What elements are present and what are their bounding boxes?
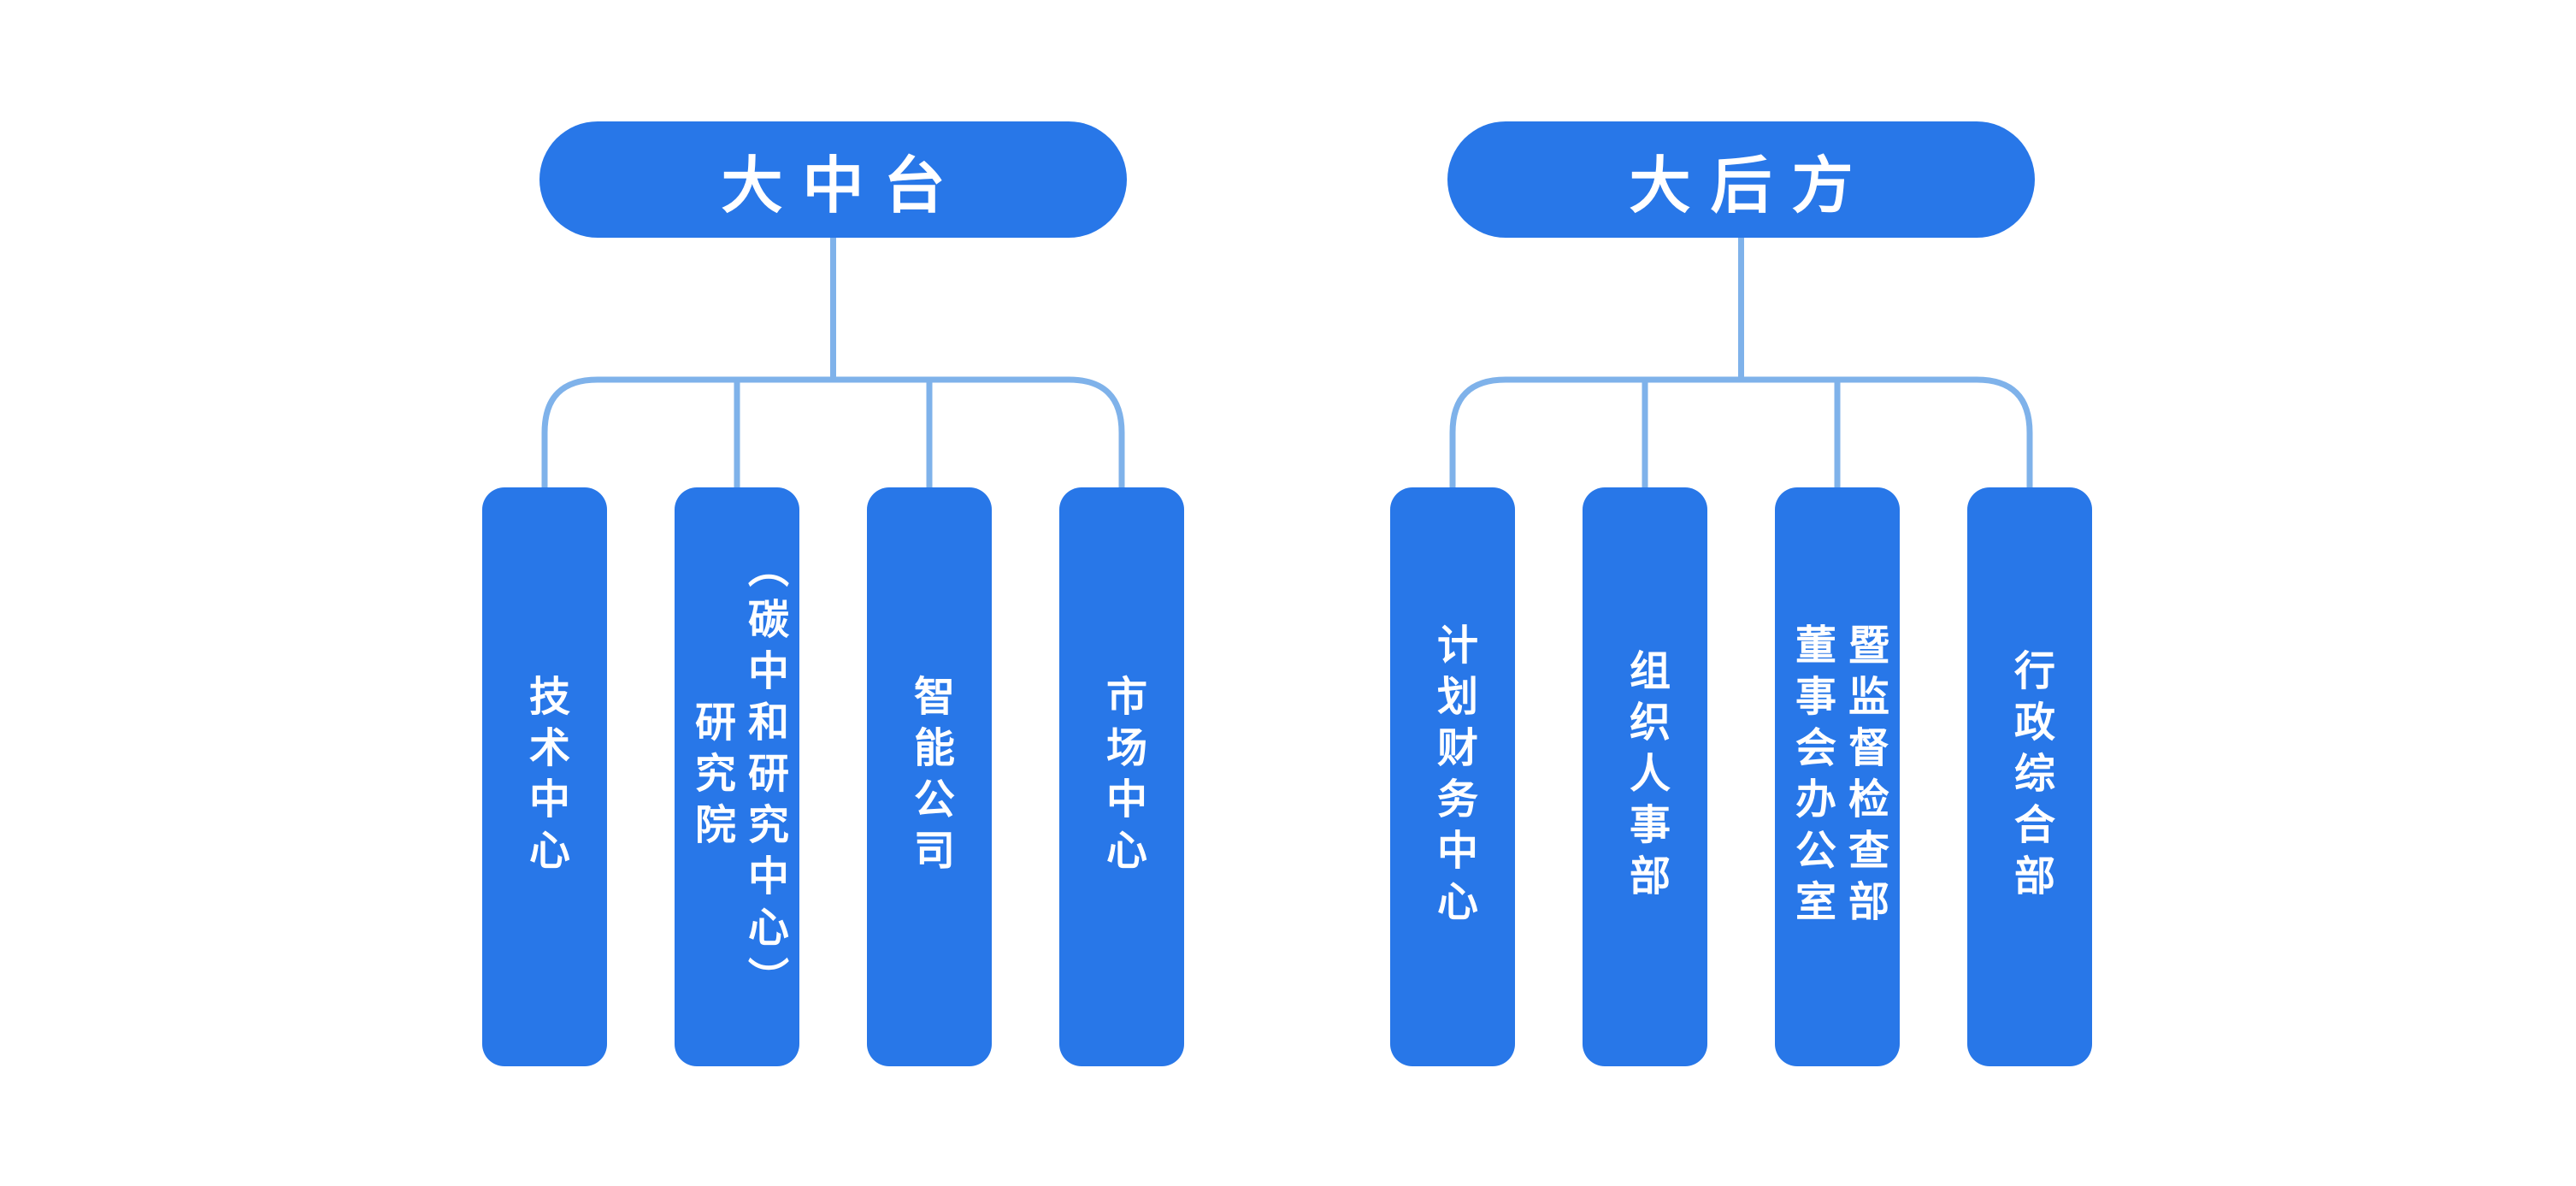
child-node-label: 行政综合部 [2007,648,2053,906]
tree2-connectors [1449,238,2033,487]
child-node-market-center[interactable]: 市场中心 [1059,487,1184,1066]
child-node-label: 计划财务中心 [1430,623,1476,931]
parent-node-label: 大中台 [721,151,965,221]
child-node-label: 技术中心 [522,674,568,880]
child-node-technology-center[interactable]: 技术中心 [482,487,607,1066]
child-node-administrative-general-dept[interactable]: 行政综合部 [1967,487,2092,1066]
parent-node-da-zhong-tai[interactable]: 大中台 [539,121,1127,238]
child-node-label: 组织人事部 [1623,648,1668,906]
child-node-label: 市场中心 [1099,674,1145,880]
child-node-intelligent-company[interactable]: 智能公司 [867,487,992,1066]
child-node-label: 董事会办公室 暨监督检查部 [1789,623,1887,931]
tree2-rail-line [1449,376,2033,487]
child-node-planning-finance-center[interactable]: 计划财务中心 [1390,487,1515,1066]
child-node-board-office-supervision-dept[interactable]: 董事会办公室 暨监督检查部 [1775,487,1900,1066]
child-node-label: 研究院 （碳中和研究中心） [688,546,787,1008]
tree1-rail-line [541,376,1125,487]
parent-node-da-hou-fang[interactable]: 大后方 [1447,121,2035,238]
child-node-research-institute[interactable]: 研究院 （碳中和研究中心） [675,487,799,1066]
child-node-label: 智能公司 [907,674,952,880]
child-node-organization-personnel-dept[interactable]: 组织人事部 [1583,487,1707,1066]
parent-node-label: 大后方 [1629,151,1873,221]
tree1-connectors [541,238,1125,487]
